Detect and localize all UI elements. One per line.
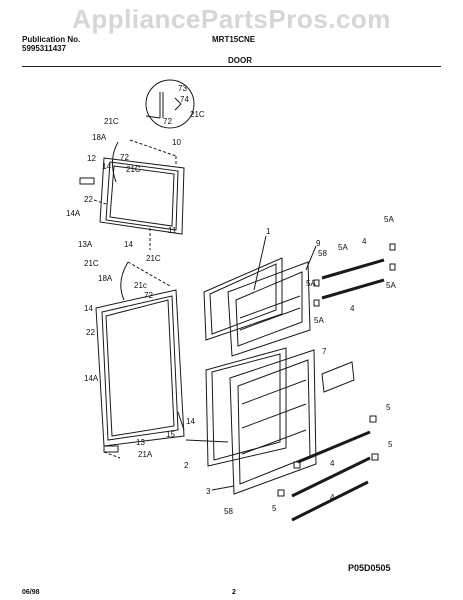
guide-lines-lower xyxy=(103,261,171,459)
freezer-door-gasket xyxy=(203,257,283,341)
fresh-food-door xyxy=(229,349,317,495)
label-21c: 21C xyxy=(126,165,141,174)
freezer-door-panel xyxy=(227,261,311,357)
label-73: 73 xyxy=(178,84,187,93)
publication-number: 5995311437 xyxy=(22,44,67,53)
fresh-gasket-inner xyxy=(101,295,179,441)
label-4: 4 xyxy=(362,237,367,246)
label-3: 3 xyxy=(206,487,211,496)
label-72: 72 xyxy=(144,291,153,300)
magnifier-detail xyxy=(145,79,195,129)
upper-shelf-bars xyxy=(321,258,385,300)
label-5: 5 xyxy=(386,403,391,412)
label-13: 13 xyxy=(136,438,145,447)
label-1: 1 xyxy=(266,227,271,236)
label-14: 14 xyxy=(124,240,133,249)
label-58: 58 xyxy=(318,249,327,258)
guide-lines-upper xyxy=(93,139,177,250)
lower-shelf-bars xyxy=(291,430,371,522)
part-labels: 73 74 72 21C 21C 18A 72 10 12 14 21C 22 … xyxy=(66,84,396,516)
leader-lines xyxy=(177,235,317,491)
label-15: 15 xyxy=(166,430,175,439)
freezer-gasket-outer xyxy=(99,157,185,235)
label-72: 72 xyxy=(120,153,129,162)
label-13a: 13A xyxy=(78,240,93,249)
page-number: 2 xyxy=(232,589,236,596)
wire-harness-upper xyxy=(112,141,119,183)
model-number: MRT15CNE xyxy=(212,35,256,44)
footer-date: 06/98 xyxy=(22,589,40,596)
publication-label: Publication No. xyxy=(22,35,81,44)
leader xyxy=(145,115,161,119)
label-18a: 18A xyxy=(98,274,113,283)
watermark: AppliancePartsPros.com xyxy=(72,4,391,34)
label-9: 9 xyxy=(316,239,321,248)
fresh-gasket-outer xyxy=(95,289,185,447)
label-22: 22 xyxy=(84,195,93,204)
label-12: 12 xyxy=(87,154,96,163)
part-13-bracket xyxy=(103,445,119,453)
label-74: 74 xyxy=(180,95,189,104)
label-21c: 21C xyxy=(104,117,119,126)
label-4: 4 xyxy=(330,493,335,502)
fresh-door-panel xyxy=(229,349,317,495)
label-7: 7 xyxy=(322,347,327,356)
freezer-liner xyxy=(109,165,175,227)
label-21c: 21C xyxy=(190,110,205,119)
label-14: 14 xyxy=(102,162,111,171)
label-21c: 21C xyxy=(146,254,161,263)
freezer-gasket-inner xyxy=(105,161,179,231)
label-5a: 5A xyxy=(386,281,396,290)
label-11: 11 xyxy=(168,226,177,235)
hinge-detail xyxy=(159,92,182,118)
label-4: 4 xyxy=(330,459,335,468)
label-18a: 18A xyxy=(92,133,107,142)
label-21c: 21C xyxy=(84,259,99,268)
label-4: 4 xyxy=(350,304,355,313)
part-12-bracket xyxy=(79,177,95,185)
label-14: 14 xyxy=(186,417,195,426)
freezer-gasket-assembly xyxy=(79,141,185,235)
label-5a: 5A xyxy=(384,215,394,224)
wire-harness-lower xyxy=(120,261,129,301)
label-5a: 5A xyxy=(338,243,348,252)
label-5: 5 xyxy=(388,440,393,449)
header-rule xyxy=(22,66,441,67)
label-22: 22 xyxy=(86,328,95,337)
label-72: 72 xyxy=(163,117,172,126)
label-5a: 5A xyxy=(306,279,316,288)
fresh-liner xyxy=(105,299,175,437)
label-5: 5 xyxy=(272,504,277,513)
figure-code: P05D0505 xyxy=(348,563,391,573)
label-5a: 5A xyxy=(314,316,324,325)
freezer-door xyxy=(227,261,311,357)
label-14a: 14A xyxy=(66,209,81,218)
label-14a: 14A xyxy=(84,374,99,383)
label-58: 58 xyxy=(224,507,233,516)
section-title: DOOR xyxy=(228,56,252,65)
label-21a: 21A xyxy=(138,450,153,459)
fresh-door-gasket xyxy=(205,347,287,467)
shelf-end-caps xyxy=(277,243,396,497)
fresh-food-gasket-assembly xyxy=(95,261,185,453)
label-14: 14 xyxy=(84,304,93,313)
label-2: 2 xyxy=(184,461,189,470)
label-10: 10 xyxy=(172,138,181,147)
dairy-door xyxy=(321,361,355,393)
magnifier-circle xyxy=(145,79,195,129)
label-21c-lower: 21c xyxy=(134,281,147,290)
